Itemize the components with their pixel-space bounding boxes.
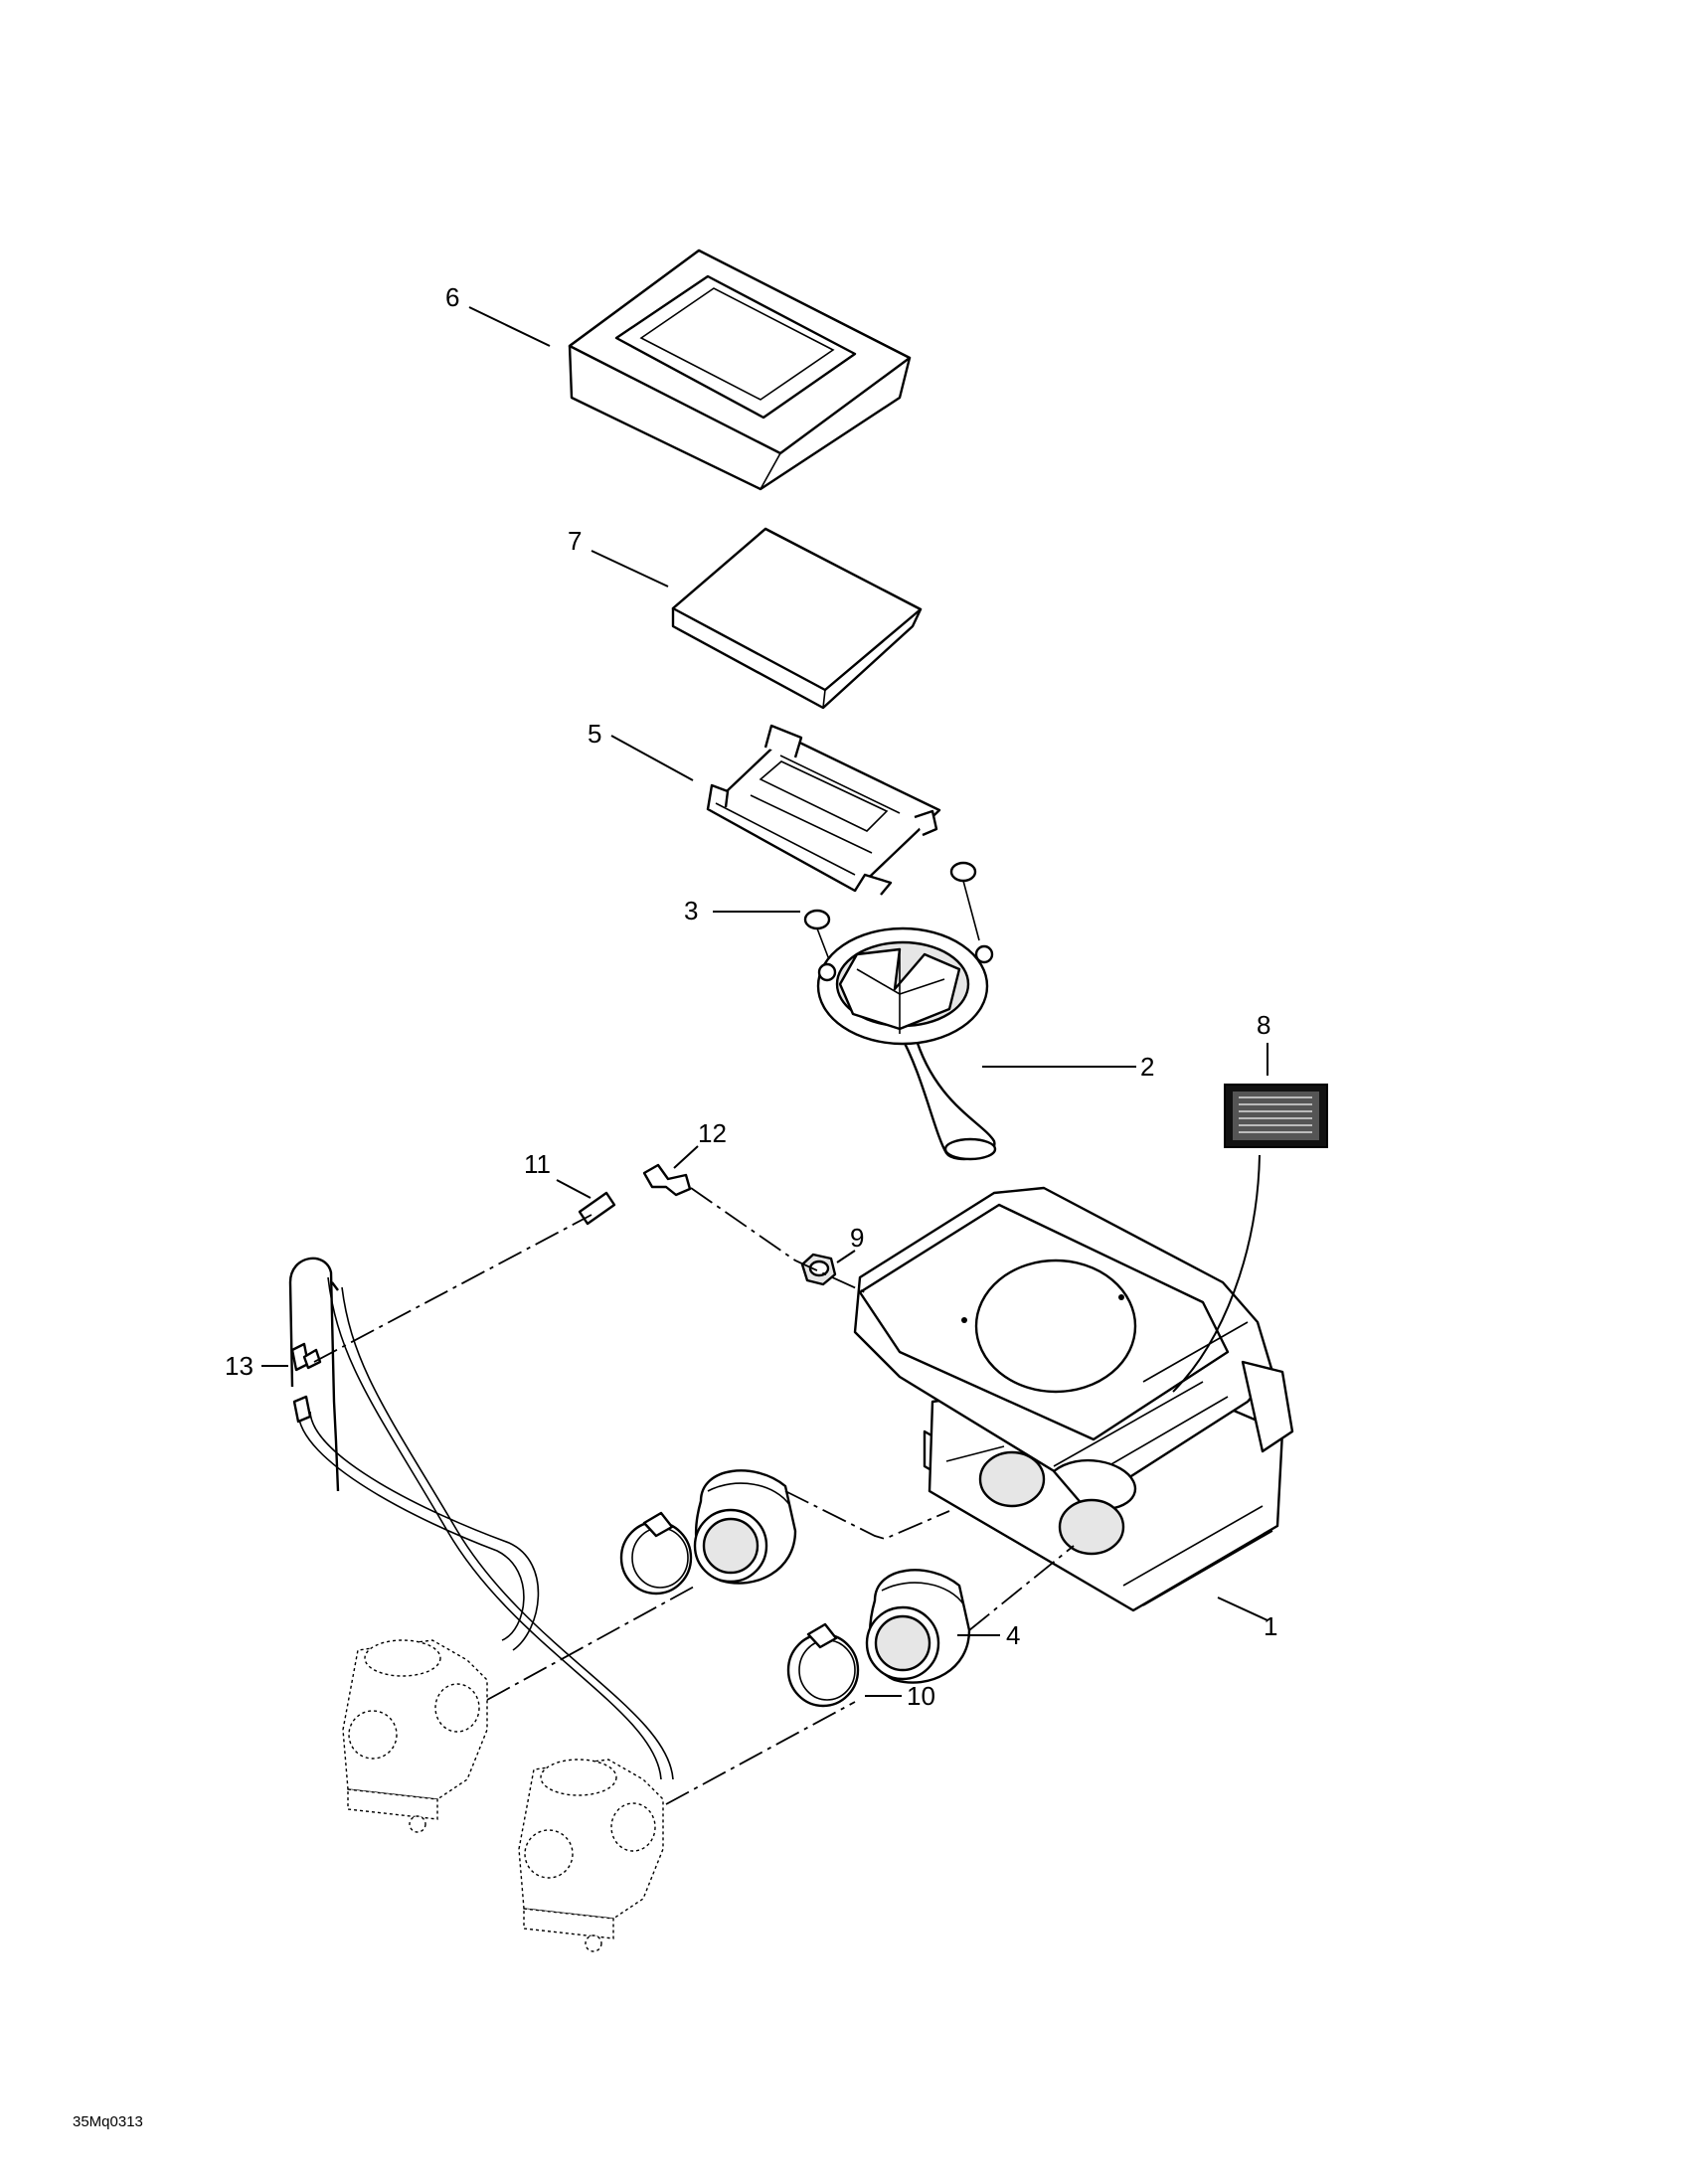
drawing-code: 35Mq0313 (73, 2113, 143, 2130)
callout-2: 2 (1140, 1052, 1154, 1082)
callout-8: 8 (1257, 1010, 1270, 1040)
part-1-intake-housing (853, 1186, 1294, 1612)
callout-1: 1 (1264, 1611, 1277, 1641)
callout-13: 13 (225, 1351, 254, 1381)
part-4-carburetor-adaptor (693, 1469, 971, 1684)
callout-6: 6 (445, 282, 459, 312)
part-8-label-decal (1224, 1084, 1328, 1148)
part-6-filter-frame (568, 249, 912, 491)
callout-3: 3 (684, 896, 698, 925)
callout-4: 4 (1006, 1620, 1020, 1650)
assembly-lines (313, 1187, 1075, 1805)
part-9-grommet (800, 1253, 837, 1286)
part-7-filter-element (671, 527, 923, 710)
callout-11: 11 (524, 1149, 551, 1179)
callout-7: 7 (568, 526, 582, 556)
part-3-fasteners (803, 861, 980, 963)
callout-12: 12 (698, 1118, 727, 1148)
carburetor-right-reference (518, 1759, 664, 1952)
callout-9: 9 (850, 1223, 864, 1253)
part-5-retainer-plate (706, 724, 941, 896)
carburetor-left-reference (342, 1639, 488, 1833)
leader-lines (261, 306, 1268, 1697)
callout-5: 5 (588, 719, 601, 749)
part-13-vent-tube (288, 1257, 674, 1780)
callout-labels: 6 7 5 3 2 8 9 11 12 13 1 4 10 (225, 282, 1277, 1711)
callout-10: 10 (907, 1681, 935, 1711)
part-2-intake-silencer (816, 926, 997, 1161)
part-10-clamp (619, 1511, 860, 1708)
part-12-elbow-fitting (642, 1163, 692, 1197)
